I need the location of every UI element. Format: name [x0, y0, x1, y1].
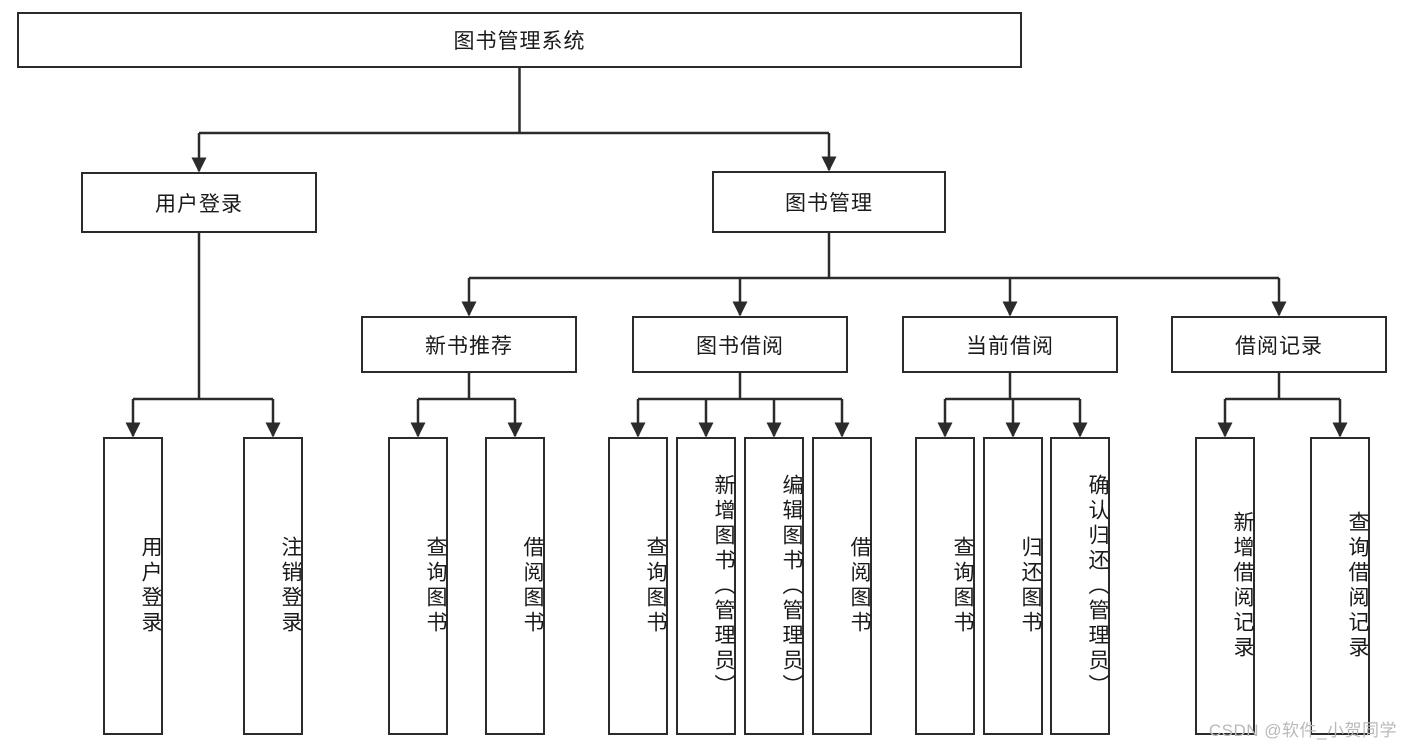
- node-label-leaf-user-login: 用户登录: [139, 536, 162, 636]
- node-label-leaf-c-confirm: 确认归还（管理员）: [1086, 473, 1109, 699]
- node-leaf-r-query[interactable]: 查询借阅记录: [1310, 437, 1370, 735]
- node-current[interactable]: 当前借阅: [902, 316, 1118, 373]
- node-label-leaf-b-query: 查询图书: [644, 536, 667, 636]
- node-label-leaf-user-logout: 注销登录: [279, 536, 302, 636]
- node-leaf-new-query[interactable]: 查询图书: [388, 437, 448, 735]
- node-leaf-r-add[interactable]: 新增借阅记录: [1195, 437, 1255, 735]
- node-leaf-user-logout[interactable]: 注销登录: [243, 437, 303, 735]
- node-leaf-user-login[interactable]: 用户登录: [103, 437, 163, 735]
- node-leaf-c-return[interactable]: 归还图书: [983, 437, 1043, 735]
- node-label-login: 用户登录: [155, 192, 243, 216]
- node-root[interactable]: 图书管理系统: [17, 12, 1022, 68]
- node-label-leaf-new-query: 查询图书: [424, 536, 447, 636]
- node-label-current: 当前借阅: [966, 334, 1054, 358]
- node-label-leaf-b-borrow: 借阅图书: [848, 536, 871, 636]
- node-leaf-new-borrow[interactable]: 借阅图书: [485, 437, 545, 735]
- node-leaf-c-query[interactable]: 查询图书: [915, 437, 975, 735]
- node-label-leaf-new-borrow: 借阅图书: [521, 536, 544, 636]
- node-label-bookmgmt: 图书管理: [785, 192, 873, 215]
- node-login[interactable]: 用户登录: [81, 172, 317, 233]
- node-leaf-c-confirm[interactable]: 确认归还（管理员）: [1050, 437, 1110, 735]
- node-borrow[interactable]: 图书借阅: [632, 316, 848, 373]
- node-record[interactable]: 借阅记录: [1171, 316, 1387, 373]
- node-label-borrow: 图书借阅: [696, 334, 784, 358]
- node-label-leaf-r-query: 查询借阅记录: [1346, 511, 1369, 661]
- node-leaf-b-add[interactable]: 新增图书（管理员）: [676, 437, 736, 735]
- node-label-leaf-c-return: 归还图书: [1019, 536, 1042, 636]
- node-label-leaf-b-add: 新增图书（管理员）: [712, 473, 735, 699]
- node-label-leaf-c-query: 查询图书: [951, 536, 974, 636]
- node-label-root: 图书管理系统: [453, 30, 586, 53]
- node-label-record: 借阅记录: [1235, 334, 1323, 358]
- node-leaf-b-query[interactable]: 查询图书: [608, 437, 668, 735]
- node-bookmgmt[interactable]: 图书管理: [712, 171, 946, 233]
- node-label-leaf-b-edit: 编辑图书（管理员）: [780, 473, 803, 699]
- node-label-leaf-r-add: 新增借阅记录: [1231, 511, 1254, 661]
- node-newbook[interactable]: 新书推荐: [361, 316, 577, 373]
- node-leaf-b-borrow[interactable]: 借阅图书: [812, 437, 872, 735]
- node-leaf-b-edit[interactable]: 编辑图书（管理员）: [744, 437, 804, 735]
- node-label-newbook: 新书推荐: [425, 334, 513, 358]
- watermark-text: CSDN @软件_小贺同学: [1208, 721, 1397, 740]
